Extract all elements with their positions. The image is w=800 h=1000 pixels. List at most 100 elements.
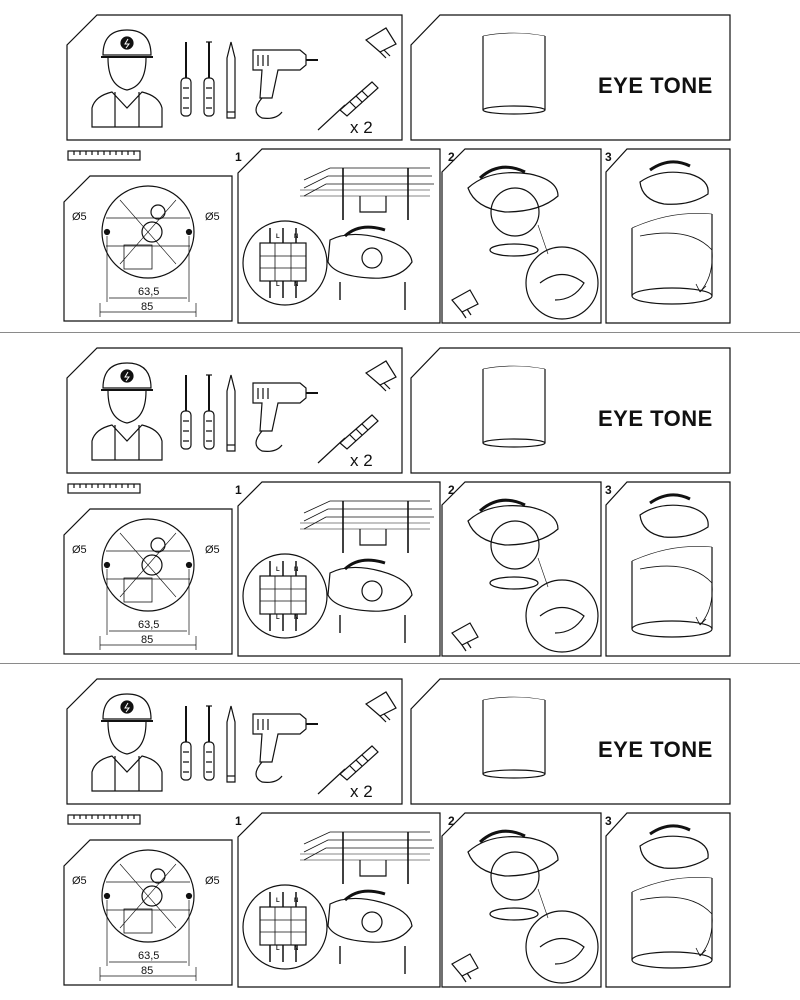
wall-plug-icon bbox=[317, 81, 379, 131]
gu10-bulb-icon bbox=[451, 622, 479, 652]
step-1-number: 1 bbox=[235, 814, 242, 828]
step-2-panel bbox=[441, 812, 602, 988]
terminal-n-top: N bbox=[294, 567, 299, 573]
ceiling-detail bbox=[300, 831, 434, 884]
lamp-holder bbox=[467, 498, 599, 653]
section-divider bbox=[0, 332, 800, 333]
gu10-bulb-icon bbox=[451, 289, 479, 319]
brand-name: EYE TONE bbox=[598, 73, 713, 98]
step-3-panel bbox=[605, 481, 731, 657]
pencil-icon bbox=[226, 705, 236, 783]
fixture-base bbox=[327, 225, 413, 310]
hole-left-label: Ø5 bbox=[72, 544, 87, 556]
step-3-number: 3 bbox=[605, 814, 612, 828]
cylinder-mount bbox=[631, 493, 713, 638]
drill-icon bbox=[252, 49, 318, 119]
instruction-drawing bbox=[63, 347, 731, 657]
hole-right-label: Ø5 bbox=[205, 875, 220, 887]
terminal-l-bottom: L bbox=[276, 946, 280, 952]
bulb-icon bbox=[364, 691, 397, 723]
terminal-n-top: N bbox=[294, 234, 299, 240]
terminal-l-bottom: L bbox=[276, 615, 280, 621]
product-panel bbox=[410, 678, 731, 805]
screwdriver-icon bbox=[180, 374, 215, 450]
mounting-panel bbox=[63, 839, 233, 986]
quantity-label: x 2 bbox=[350, 782, 373, 801]
step-1-number: 1 bbox=[235, 150, 242, 164]
ruler-icon bbox=[67, 483, 141, 494]
hole-left-label: Ø5 bbox=[72, 211, 87, 223]
step-2-number: 2 bbox=[448, 483, 455, 497]
lamp-holder bbox=[467, 829, 599, 984]
electrician-icon bbox=[91, 362, 163, 461]
hole-left-label: Ø5 bbox=[72, 875, 87, 887]
electrician-icon bbox=[91, 693, 163, 792]
brand-name: EYE TONE bbox=[598, 737, 713, 762]
outer-span-label: 85 bbox=[141, 965, 154, 977]
cylinder-mount bbox=[631, 160, 713, 305]
step-2-number: 2 bbox=[448, 150, 455, 164]
terminal-block-zoom bbox=[242, 884, 328, 970]
step-2-number: 2 bbox=[448, 814, 455, 828]
terminal-block-zoom bbox=[242, 220, 328, 306]
lamp-cylinder bbox=[482, 365, 546, 448]
step-2-panel bbox=[441, 481, 602, 657]
mounting-plate bbox=[99, 518, 197, 650]
lamp-cylinder bbox=[482, 32, 546, 115]
tools-panel bbox=[66, 14, 403, 141]
step-3-panel bbox=[605, 812, 731, 988]
step-3-number: 3 bbox=[605, 483, 612, 497]
terminal-l-bottom: L bbox=[276, 282, 280, 288]
instruction-sheet-2: EYE TONE x 2 Ø5 Ø5 63,5 85 1 2 3 L N L N bbox=[0, 333, 800, 663]
fixture-base bbox=[327, 889, 413, 974]
brand-name: EYE TONE bbox=[598, 406, 713, 431]
terminal-l-top: L bbox=[276, 234, 280, 240]
step-3-number: 3 bbox=[605, 150, 612, 164]
quantity-label: x 2 bbox=[350, 451, 373, 470]
wall-plug-icon bbox=[317, 745, 379, 795]
lamp-cylinder bbox=[482, 696, 546, 779]
mounting-panel bbox=[63, 175, 233, 322]
tools-panel bbox=[66, 347, 403, 474]
step-1-panel bbox=[237, 481, 441, 657]
pencil-icon bbox=[226, 41, 236, 119]
bulb-icon bbox=[364, 360, 397, 392]
step-1-panel bbox=[237, 148, 441, 324]
hole-right-label: Ø5 bbox=[205, 211, 220, 223]
terminal-n-bottom: N bbox=[294, 615, 299, 621]
drill-icon bbox=[252, 382, 318, 452]
tools-panel bbox=[66, 678, 403, 805]
step-1-number: 1 bbox=[235, 483, 242, 497]
inner-span-label: 63,5 bbox=[138, 619, 160, 631]
ceiling-detail bbox=[300, 500, 434, 553]
wall-plug-icon bbox=[317, 414, 379, 464]
section-divider bbox=[0, 663, 800, 664]
ruler-icon bbox=[67, 150, 141, 161]
terminal-block-zoom bbox=[242, 553, 328, 639]
inner-span-label: 63,5 bbox=[138, 950, 160, 962]
lamp-holder bbox=[467, 165, 599, 320]
ruler-icon bbox=[67, 814, 141, 825]
gu10-bulb-icon bbox=[451, 953, 479, 983]
outer-span-label: 85 bbox=[141, 634, 154, 646]
instruction-sheet-3: EYE TONE x 2 Ø5 Ø5 63,5 85 1 2 3 L N L N bbox=[0, 664, 800, 994]
step-2-panel bbox=[441, 148, 602, 324]
terminal-l-top: L bbox=[276, 898, 280, 904]
inner-span-label: 63,5 bbox=[138, 286, 160, 298]
step-1-panel bbox=[237, 812, 441, 988]
drill-icon bbox=[252, 713, 318, 783]
pencil-icon bbox=[226, 374, 236, 452]
instruction-drawing bbox=[63, 14, 731, 324]
quantity-label: x 2 bbox=[350, 118, 373, 137]
mounting-plate bbox=[99, 185, 197, 317]
terminal-n-bottom: N bbox=[294, 282, 299, 288]
product-panel bbox=[410, 347, 731, 474]
terminal-l-top: L bbox=[276, 567, 280, 573]
cylinder-mount bbox=[631, 824, 713, 969]
electrician-icon bbox=[91, 29, 163, 128]
screwdriver-icon bbox=[180, 705, 215, 781]
step-3-panel bbox=[605, 148, 731, 324]
mounting-plate bbox=[99, 849, 197, 981]
mounting-panel bbox=[63, 508, 233, 655]
instruction-drawing bbox=[63, 678, 731, 988]
